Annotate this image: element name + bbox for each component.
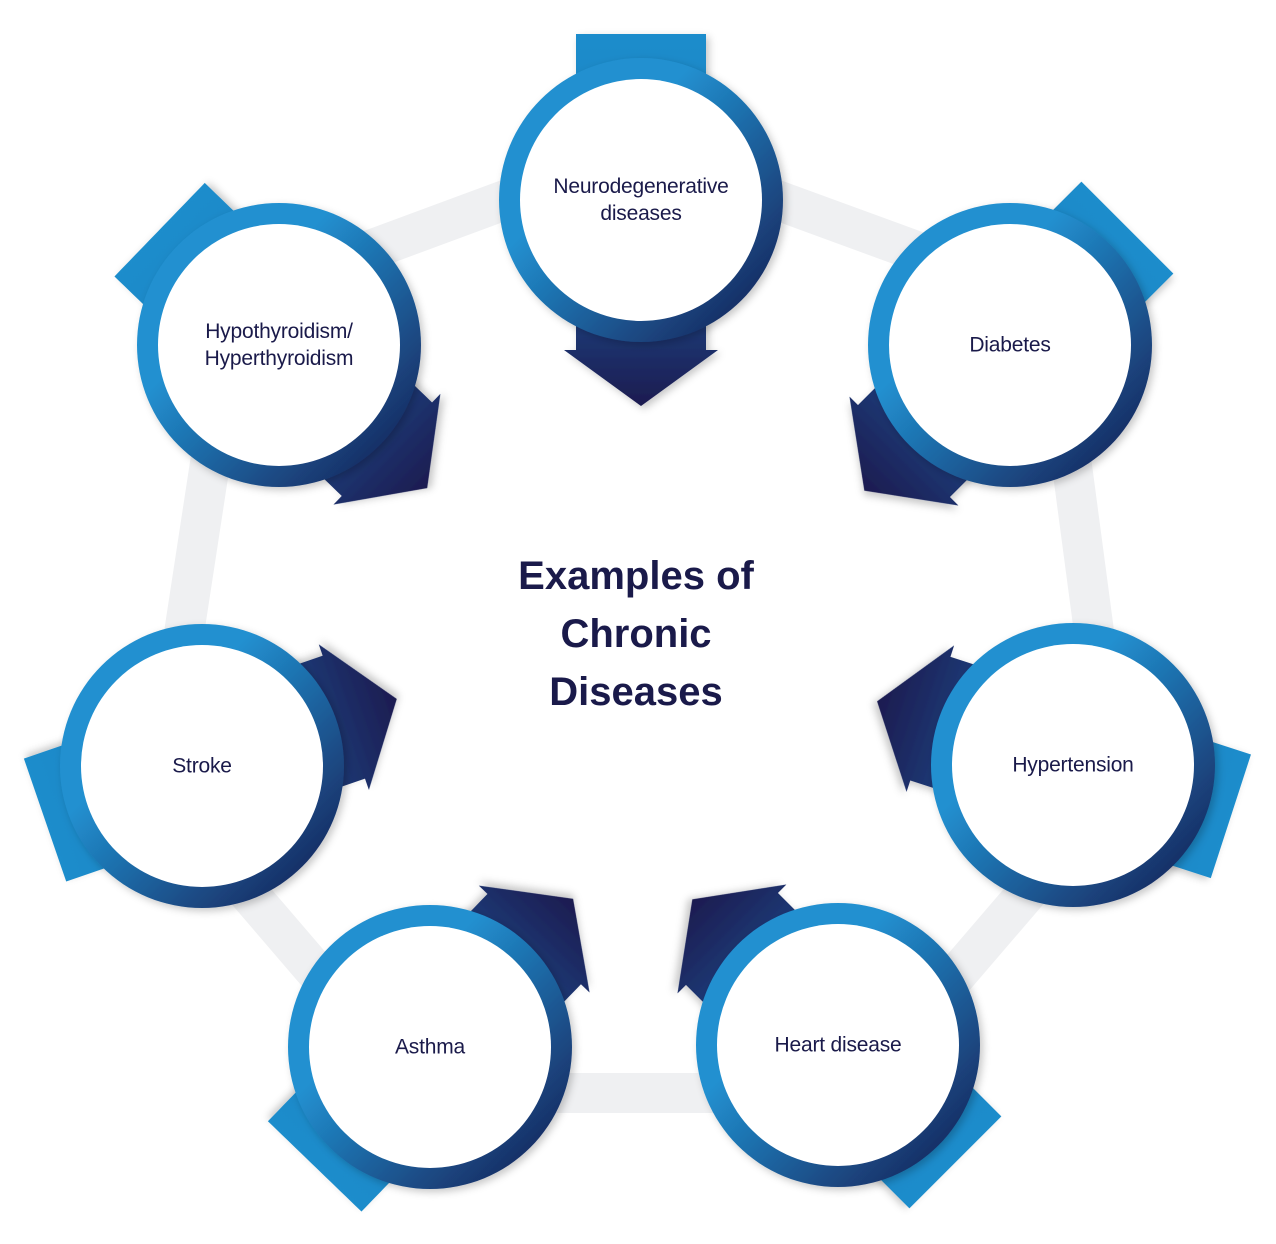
node-label-hypertension: Hypertension	[1012, 753, 1134, 777]
node-label-asthma: Asthma	[395, 1035, 465, 1059]
node-inner-circle	[81, 645, 323, 887]
node-neurodegenerative	[499, 34, 783, 406]
node-inner-circle	[889, 224, 1131, 466]
node-label-neurodegenerative: Neurodegenerative diseases	[553, 175, 729, 225]
node-inner-circle	[520, 79, 762, 321]
diagram-title: Examples of Chronic Diseases	[518, 554, 754, 714]
node-diabetes	[849, 181, 1174, 506]
node-asthma	[267, 885, 590, 1212]
node-label-stroke: Stroke	[172, 754, 232, 778]
node-inner-circle	[309, 926, 551, 1168]
node-hypothyroidism	[114, 182, 441, 505]
node-hypertension	[877, 623, 1251, 907]
node-label-diabetes: Diabetes	[969, 333, 1051, 357]
node-inner-circle	[952, 644, 1194, 886]
node-label-hypothyroidism: Hypothyroidism/ Hyperthyroidism	[204, 320, 354, 370]
node-inner-circle	[158, 224, 400, 466]
node-stroke	[23, 624, 397, 908]
node-heart-disease	[677, 884, 1002, 1209]
node-label-heart-disease: Heart disease	[774, 1033, 902, 1057]
node-inner-circle	[717, 924, 959, 1166]
